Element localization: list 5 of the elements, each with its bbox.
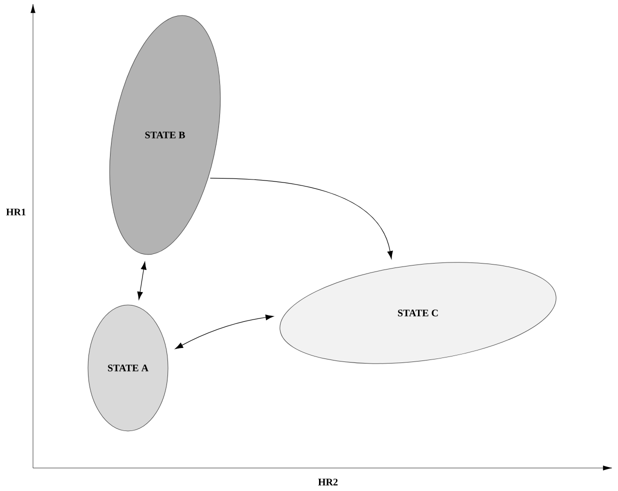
axis-label: HR2 [318,478,338,486]
arrow [175,314,274,350]
arrow [210,178,393,259]
axis-label: HR1 [6,208,26,216]
arrow [137,262,146,300]
